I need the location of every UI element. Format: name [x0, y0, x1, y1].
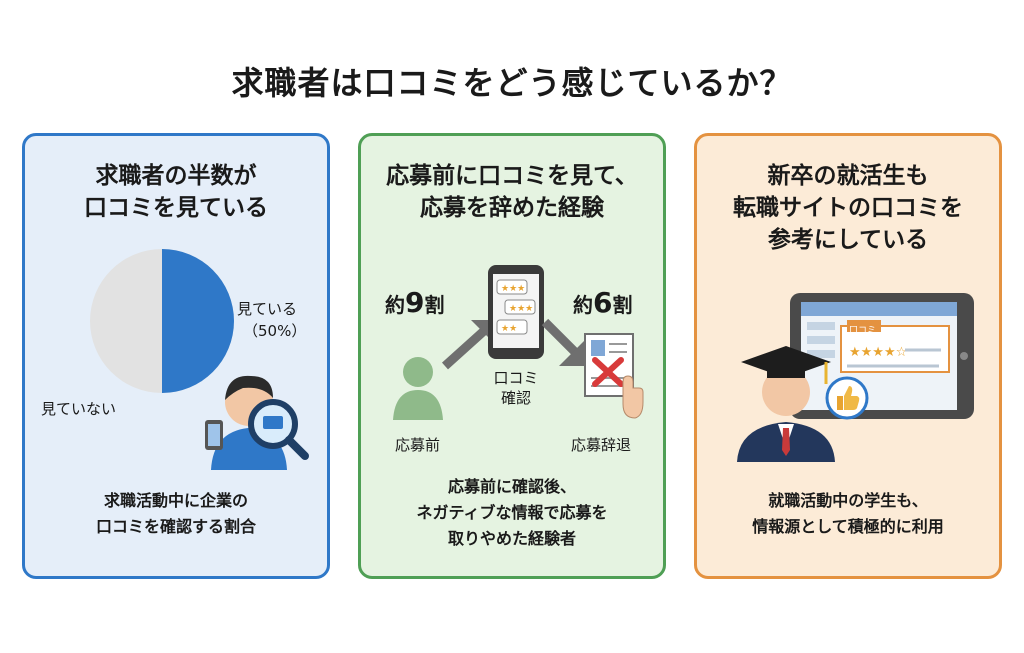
panel-new-graduates: 新卒の就活生も 転職サイトの口コミを 参考にしている ★★★★☆ 口コミ 就職活… [694, 133, 1002, 579]
pie-label-seen-pct: （50%） [243, 322, 307, 340]
smartphone-reviews-icon: ★★★ ★★★ ★★ [488, 265, 544, 359]
panel1-heading: 求職者の半数が 口コミを見ている [25, 160, 327, 224]
panel2-heading-line1: 応募前に口コミを見て、 [386, 163, 638, 189]
panel2-caption-line2: ネガティブな情報で応募を [416, 503, 608, 522]
stat1-prefix: 約 [385, 293, 405, 317]
panel3-caption: 就職活動中の学生も、 情報源として積極的に利用 [697, 488, 999, 540]
panel1-heading-line1: 求職者の半数が [95, 163, 257, 189]
phone-check-label: 口コミ 確認 [483, 368, 549, 408]
panel3-caption-line1: 就職活動中の学生も、 [768, 491, 928, 510]
stat-90-percent: 約9割 [385, 286, 444, 319]
withdraw-label: 応募辞退 [571, 436, 632, 454]
phone-label-line1: 口コミ [493, 369, 539, 387]
panel3-heading-line2: 転職サイトの口コミを [733, 195, 963, 221]
svg-text:★★★: ★★★ [501, 284, 525, 294]
panel2-caption-line3: 取りやめた経験者 [447, 529, 576, 548]
tablet-tag-label: 口コミ [849, 326, 877, 336]
panel-half-read-reviews: 求職者の半数が 口コミを見ている 見ている （50%） 見ていない 求職活動中に… [22, 133, 330, 579]
person-icon [393, 357, 443, 420]
svg-text:★★★★☆: ★★★★☆ [849, 345, 907, 360]
panel3-heading: 新卒の就活生も 転職サイトの口コミを 参考にしている [697, 160, 999, 256]
arrow-down-right-icon [541, 318, 589, 366]
stat-60-percent: 約6割 [573, 286, 632, 319]
panel1-heading-line2: 口コミを見ている [84, 195, 268, 221]
stat2-number: 6 [593, 286, 613, 319]
panel1-caption-line2: 口コミを確認する割合 [95, 517, 256, 536]
before-apply-label: 応募前 [395, 436, 441, 454]
panel2-heading: 応募前に口コミを見て、 応募を辞めた経験 [361, 160, 663, 224]
panel2-caption: 応募前に確認後、 ネガティブな情報で応募を 取りやめた経験者 [361, 474, 663, 552]
stat1-number: 9 [405, 286, 425, 319]
pie-chart [90, 249, 234, 393]
panel3-caption-line2: 情報源として積極的に利用 [752, 517, 944, 536]
pie-label-seen: 見ている [237, 300, 298, 318]
page-title: 求職者は口コミをどう感じているか？ [231, 64, 793, 102]
pie-label-not-seen: 見ていない [41, 400, 117, 418]
panel1-caption-line1: 求職活動中に企業の [103, 491, 248, 510]
stat1-suffix: 割 [424, 293, 445, 317]
panel3-heading-line3: 参考にしている [767, 227, 929, 253]
withdraw-resume-icon [584, 333, 644, 419]
thumbs-up-icon [825, 376, 869, 420]
svg-text:★★: ★★ [501, 324, 517, 334]
stat2-prefix: 約 [573, 293, 593, 317]
panel2-caption-line1: 応募前に確認後、 [447, 477, 576, 496]
phone-label-line2: 確認 [500, 389, 531, 407]
stat2-suffix: 割 [612, 293, 633, 317]
graduate-student-icon [737, 346, 835, 462]
panel1-caption: 求職活動中に企業の 口コミを確認する割合 [25, 488, 327, 540]
panel2-heading-line2: 応募を辞めた経験 [420, 195, 604, 221]
panel3-heading-line1: 新卒の就活生も [767, 163, 929, 189]
pie-slice-seen [162, 249, 234, 393]
panel-withdraw-experience: 応募前に口コミを見て、 応募を辞めた経験 約9割 約6割 応募前 ★★★ ★★★… [358, 133, 666, 579]
person-magnifier-icon [205, 375, 309, 470]
svg-text:★★★: ★★★ [509, 304, 533, 314]
